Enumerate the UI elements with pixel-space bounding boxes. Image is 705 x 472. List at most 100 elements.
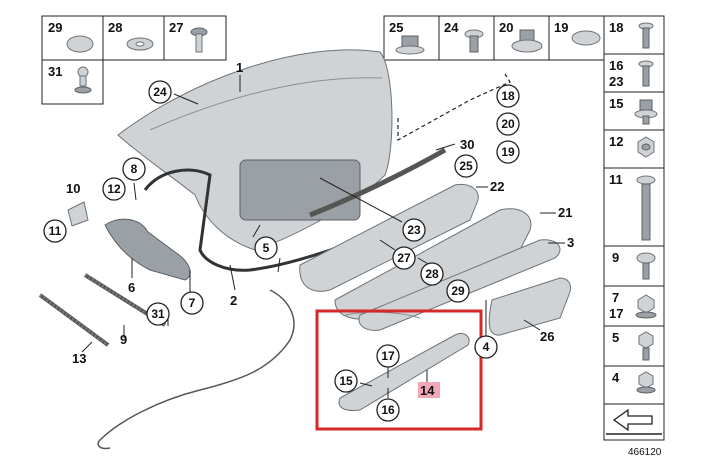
callout-10: 10 xyxy=(66,181,80,196)
hex-nut-icon xyxy=(637,136,655,158)
callout-15: 15 xyxy=(334,369,358,393)
svg-text:18: 18 xyxy=(501,89,515,103)
callout-8: 8 xyxy=(122,157,146,181)
svg-text:11: 11 xyxy=(49,224,62,238)
gas-strut-13 xyxy=(38,293,110,347)
part-label-31-top: 31 xyxy=(48,64,62,79)
callout-20: 20 xyxy=(496,112,520,136)
callout-18: 18 xyxy=(496,84,520,108)
release-cable xyxy=(97,289,295,450)
callout-9: 9 xyxy=(120,332,127,347)
top-left-parts-table: 29 28 27 31 xyxy=(41,15,227,105)
svg-text:15: 15 xyxy=(339,374,353,388)
svg-text:20: 20 xyxy=(501,117,515,131)
callout-12: 12 xyxy=(102,177,126,201)
callout-28: 28 xyxy=(420,262,444,286)
document-id: 466120 xyxy=(628,447,662,458)
callout-26: 26 xyxy=(540,329,554,344)
svg-text:24: 24 xyxy=(153,85,167,99)
callout-30: 30 xyxy=(460,137,474,152)
callout-24: 24 xyxy=(148,80,172,104)
part-label-11-side: 11 xyxy=(609,172,623,187)
callout-1: 1 xyxy=(236,60,243,75)
part-label-12-side: 12 xyxy=(609,134,623,149)
callout-4: 4 xyxy=(474,335,498,359)
part-label-7-side: 7 xyxy=(612,290,619,305)
part-label-28: 28 xyxy=(108,20,122,35)
nut-icon xyxy=(395,35,425,55)
plug-icon xyxy=(571,30,601,46)
hinge-bracket xyxy=(67,201,89,227)
cap-icon xyxy=(66,35,94,53)
svg-text:27: 27 xyxy=(397,251,411,265)
bolt-icon xyxy=(636,175,656,241)
right-column-parts-table: 18 16 23 15 12 11 9 7 17 5 4 xyxy=(603,15,665,441)
callout-6: 6 xyxy=(128,280,135,295)
callout-21: 21 xyxy=(558,205,572,220)
part-label-27: 27 xyxy=(169,20,183,35)
expansion-rivet-icon xyxy=(638,60,654,87)
svg-text:23: 23 xyxy=(407,223,421,237)
part-label-23-side: 23 xyxy=(609,74,623,89)
svg-text:12: 12 xyxy=(107,182,121,196)
callout-31: 31 xyxy=(146,302,170,326)
trim-strip-14 xyxy=(338,332,470,411)
flange-nut-icon xyxy=(635,294,657,319)
svg-text:5: 5 xyxy=(263,241,270,255)
callout-7: 7 xyxy=(180,291,204,315)
hinge-6 xyxy=(104,218,191,281)
svg-text:19: 19 xyxy=(501,145,515,159)
callout-14: 14 xyxy=(420,383,435,398)
top-right-parts-table: 25 24 20 19 xyxy=(383,15,605,61)
flange-bolt-icon xyxy=(636,252,656,280)
assembly-outline xyxy=(397,73,511,142)
trunk-seal xyxy=(143,168,361,272)
washer-screw-icon xyxy=(636,371,656,394)
part-label-20-top: 20 xyxy=(499,20,513,35)
part-label-18-side: 18 xyxy=(609,20,623,35)
callout-19: 19 xyxy=(496,140,520,164)
svg-text:25: 25 xyxy=(459,159,473,173)
grommet-icon xyxy=(511,29,543,53)
leader-lines xyxy=(81,75,565,398)
part-label-15-side: 15 xyxy=(609,96,623,111)
callout-29: 29 xyxy=(446,279,470,303)
ball-stud-icon xyxy=(74,66,92,94)
svg-text:17: 17 xyxy=(381,349,395,363)
part-label-25-top: 25 xyxy=(389,20,403,35)
callout-13: 13 xyxy=(72,351,86,366)
strip-30 xyxy=(309,147,447,218)
part-label-9-side: 9 xyxy=(612,250,619,265)
trim-panel-22 xyxy=(299,183,479,292)
part-label-5-side: 5 xyxy=(612,330,619,345)
svg-text:31: 31 xyxy=(151,307,165,321)
callout-5: 5 xyxy=(254,236,278,260)
svg-text:8: 8 xyxy=(131,162,138,176)
screw-icon xyxy=(190,27,208,53)
callout-25: 25 xyxy=(454,154,478,178)
arrow-symbol-icon xyxy=(606,408,662,435)
part-label-24-top: 24 xyxy=(444,20,459,35)
part-label-29: 29 xyxy=(48,20,62,35)
callout-2: 2 xyxy=(230,293,237,308)
license-plate-bracket-26 xyxy=(488,277,571,336)
svg-text:16: 16 xyxy=(381,403,395,417)
svg-text:29: 29 xyxy=(451,284,465,298)
clip-icon xyxy=(464,29,484,53)
part-label-17-side: 17 xyxy=(609,306,623,321)
svg-text:28: 28 xyxy=(425,267,439,281)
collar-screw-icon xyxy=(638,331,654,361)
part-label-16-side: 16 xyxy=(609,58,623,73)
push-rivet-icon xyxy=(638,22,654,49)
svg-text:7: 7 xyxy=(189,296,196,310)
callout-22: 22 xyxy=(490,179,504,194)
callout-16: 16 xyxy=(376,398,400,422)
callout-11: 11 xyxy=(43,219,67,243)
callout-23: 23 xyxy=(402,218,426,242)
callout-3: 3 xyxy=(567,235,574,250)
part-label-19-top: 19 xyxy=(554,20,568,35)
clip-nut-icon xyxy=(634,99,658,125)
callout-27: 27 xyxy=(392,246,416,270)
highlight-box xyxy=(315,309,483,431)
